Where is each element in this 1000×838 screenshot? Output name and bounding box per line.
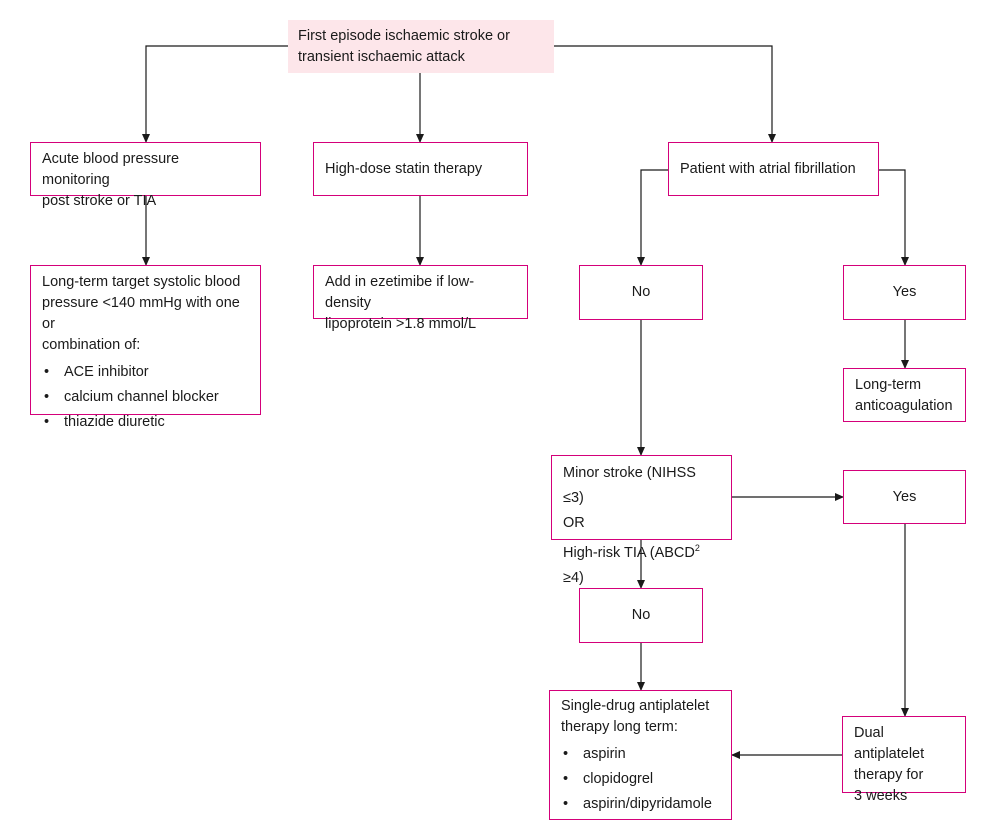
- bp-target-line3: combination of:: [42, 337, 141, 353]
- single-line2: therapy long term:: [561, 719, 678, 735]
- minor-line3-prefix: High-risk TIA (ABCD: [563, 544, 695, 561]
- antiplatelet-drug-item: aspirin/dipyridamole: [561, 792, 720, 817]
- dual-antiplatelet-node: Dual antiplatelet therapy for 3 weeks: [842, 716, 966, 804]
- ezetimibe-line2: lipoprotein >1.8 mmol/L: [325, 316, 477, 332]
- single-antiplatelet-node: Single-drug antiplatelet therapy long te…: [549, 690, 732, 820]
- dual-line2: therapy for: [854, 767, 924, 783]
- anticoagulation-node: Long-term anticoagulation: [843, 368, 966, 422]
- antiplatelet-drug-list: aspirin clopidogrel aspirin/dipyridamole: [561, 742, 720, 817]
- anticoag-line2: anticoagulation: [855, 398, 953, 414]
- minor-line3: High-risk TIA (ABCD2 ≥4): [563, 536, 720, 591]
- bp-drug-item: calcium channel blocker: [42, 385, 249, 410]
- af-label: Patient with atrial fibrillation: [680, 160, 856, 177]
- minor-yes-node: Yes: [843, 470, 966, 524]
- dual-line3: 3 weeks: [854, 788, 908, 804]
- minor-line1: Minor stroke (NIHSS ≤3): [563, 465, 696, 506]
- bp-drug-item: ACE inhibitor: [42, 360, 249, 385]
- minor-no-label: No: [631, 607, 651, 623]
- statin-node: High-dose statin therapy: [313, 142, 528, 196]
- bp-target-line2: pressure <140 mmHg with one or: [42, 295, 240, 332]
- arrow-af-to-no: [637, 169, 668, 266]
- statin-label: High-dose statin therapy: [325, 160, 483, 177]
- minor-stroke-node: Minor stroke (NIHSS ≤3) OR High-risk TIA…: [551, 455, 732, 586]
- bp-monitoring-line1: Acute blood pressure monitoring: [42, 151, 180, 188]
- antiplatelet-drug-item: aspirin: [561, 742, 720, 767]
- single-line1: Single-drug antiplatelet: [561, 698, 710, 714]
- af-yes-label: Yes: [892, 284, 917, 300]
- ezetimibe-line1: Add in ezetimibe if low-density: [325, 274, 475, 311]
- bp-monitoring-line2: post stroke or TIA: [42, 193, 157, 209]
- atrial-fibrillation-node: Patient with atrial fibrillation: [668, 142, 879, 196]
- start-line2: transient ischaemic attack: [298, 49, 465, 65]
- bp-target-line1: Long-term target systolic blood: [42, 274, 241, 290]
- minor-no-node: No: [579, 588, 703, 643]
- minor-line3-suffix: ≥4): [563, 569, 584, 586]
- bp-drug-item: thiazide diuretic: [42, 410, 249, 435]
- minor-line3-superscript: 2: [694, 543, 700, 553]
- start-node: First episode ischaemic stroke or transi…: [288, 20, 554, 73]
- arrow-af-to-yes: [879, 169, 909, 266]
- bp-monitoring-node: Acute blood pressure monitoring post str…: [30, 142, 261, 209]
- af-no-label: No: [631, 284, 651, 300]
- anticoag-line1: Long-term: [855, 377, 922, 393]
- start-line1: First episode ischaemic stroke or: [298, 28, 510, 44]
- af-no-node: No: [579, 265, 703, 320]
- minor-line2: OR: [563, 515, 585, 531]
- af-yes-node: Yes: [843, 265, 966, 320]
- bp-drug-list: ACE inhibitor calcium channel blocker th…: [42, 360, 249, 435]
- dual-line1: Dual antiplatelet: [854, 725, 925, 762]
- antiplatelet-drug-item: clopidogrel: [561, 767, 720, 792]
- minor-yes-label: Yes: [892, 488, 917, 505]
- bp-target-node: Long-term target systolic blood pressure…: [30, 265, 261, 435]
- ezetimibe-node: Add in ezetimibe if low-density lipoprot…: [313, 265, 528, 332]
- arrow-start-to-bp: [142, 45, 288, 143]
- arrow-start-to-af: [554, 45, 776, 143]
